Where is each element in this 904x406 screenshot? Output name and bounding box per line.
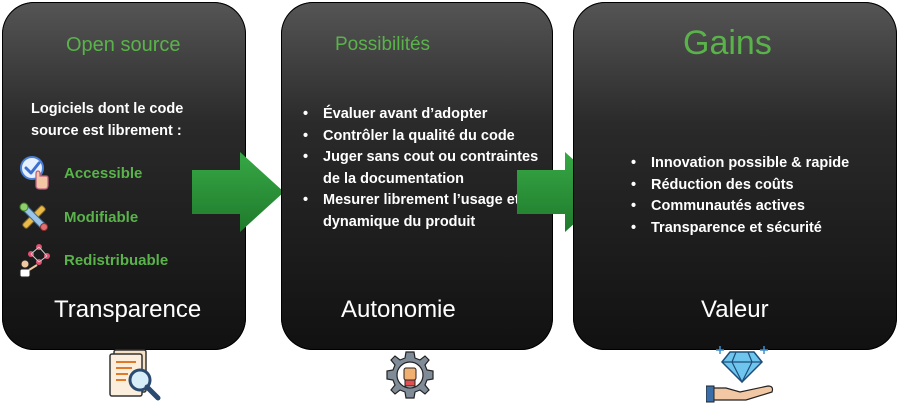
document-magnifier-icon [109, 349, 161, 401]
touch-check-icon [16, 155, 52, 191]
panel-footer: Autonomie [341, 296, 456, 323]
panel-intro-text: Logiciels dont le code source est librem… [31, 101, 184, 139]
panel-title: Possibilités [335, 34, 431, 55]
bullet-list: Évaluer avant d’adopter Contrôler la qua… [301, 104, 541, 233]
list-item: Réduction des coûts [629, 175, 889, 197]
list-item: Innovation possible & rapide [629, 153, 889, 175]
gear-fist-icon [386, 351, 434, 399]
panel-gains: Gains Innovation possible & rapide Réduc… [573, 2, 897, 350]
list-item: Évaluer avant d’adopter [301, 104, 541, 126]
list-item: Communautés actives [629, 196, 889, 218]
item-label: Modifiable [64, 208, 139, 226]
tools-icon [16, 199, 52, 235]
list-item-redistribuable: Redistribuable [16, 242, 168, 278]
panel-title: Open source [66, 34, 181, 56]
panel-title: Gains [683, 24, 772, 62]
list-item: Transparence et sécurité [629, 218, 889, 240]
distribution-icon [16, 242, 52, 278]
list-item-accessible: Accessible [16, 155, 142, 191]
item-label: Redistribuable [64, 251, 169, 269]
bullet-list: Innovation possible & rapide Réduction d… [629, 153, 889, 239]
list-item: Mesurer librement l’usage et la dynamiqu… [301, 190, 541, 233]
diamond-hand-icon [706, 346, 774, 403]
panel-footer: Transparence [54, 296, 202, 323]
list-item: Juger sans cout ou contraintes de la doc… [301, 147, 541, 190]
panel-footer: Valeur [701, 296, 769, 323]
list-item-modifiable: Modifiable [16, 199, 138, 235]
arrow-right-icon [192, 152, 284, 232]
item-label: Accessible [64, 164, 143, 182]
list-item: Contrôler la qualité du code [301, 126, 541, 148]
panel-possibilites: Possibilités Évaluer avant d’adopter Con… [281, 2, 553, 350]
